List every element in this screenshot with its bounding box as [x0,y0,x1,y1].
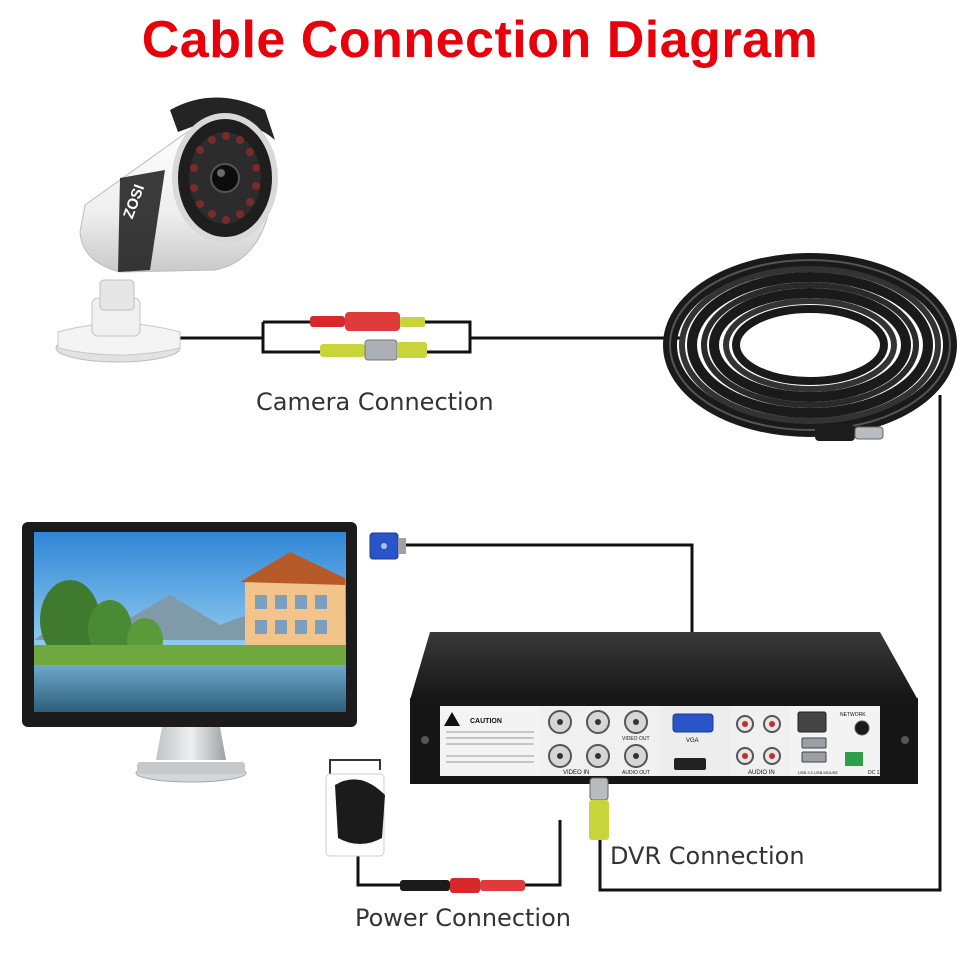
vga-connector-monitor [369,532,406,560]
video-plug-bottom [320,339,427,361]
wiring [175,320,942,892]
dvr-audio-out-label: AUDIO OUT [622,770,650,776]
dvr-video-in-label: VIDEO IN [563,770,589,776]
power-plug-pair [400,878,525,893]
dvr-recorder: CAUTION VIDEO IN VIDEO OUT AUDIO OUT [410,632,918,784]
cable-coil [663,253,957,437]
outlet-frame [329,759,381,778]
bullet-camera: ZOSI [55,97,278,363]
dvr-dc-label: DC 12V [868,770,886,776]
dvr-network-label: NETWORK [840,712,866,718]
dvr-connection-label: DVR Connection [610,842,805,870]
vga-cable [405,543,694,640]
monitor [22,522,357,783]
dvr-video-out-label: VIDEO OUT [622,736,650,742]
dvr-bnc-plug [589,777,609,840]
dvr-usb-label: USB 2.0 USB MOUSE [798,770,838,775]
power-adapter [325,773,385,857]
power-to-dvr-wire [525,820,562,887]
dvr-caution-label: CAUTION [470,718,502,725]
power-plug-top [310,312,425,331]
coil-bnc-end [815,425,884,441]
dvr-vga-label: VGA [686,738,699,744]
camera-connection-label: Camera Connection [256,388,494,416]
power-connection-label: Power Connection [355,904,571,932]
dvr-audio-in-label: AUDIO IN [748,770,775,776]
coil-to-dvr-wire [598,395,942,892]
page-title: Cable Connection Diagram [141,11,819,69]
